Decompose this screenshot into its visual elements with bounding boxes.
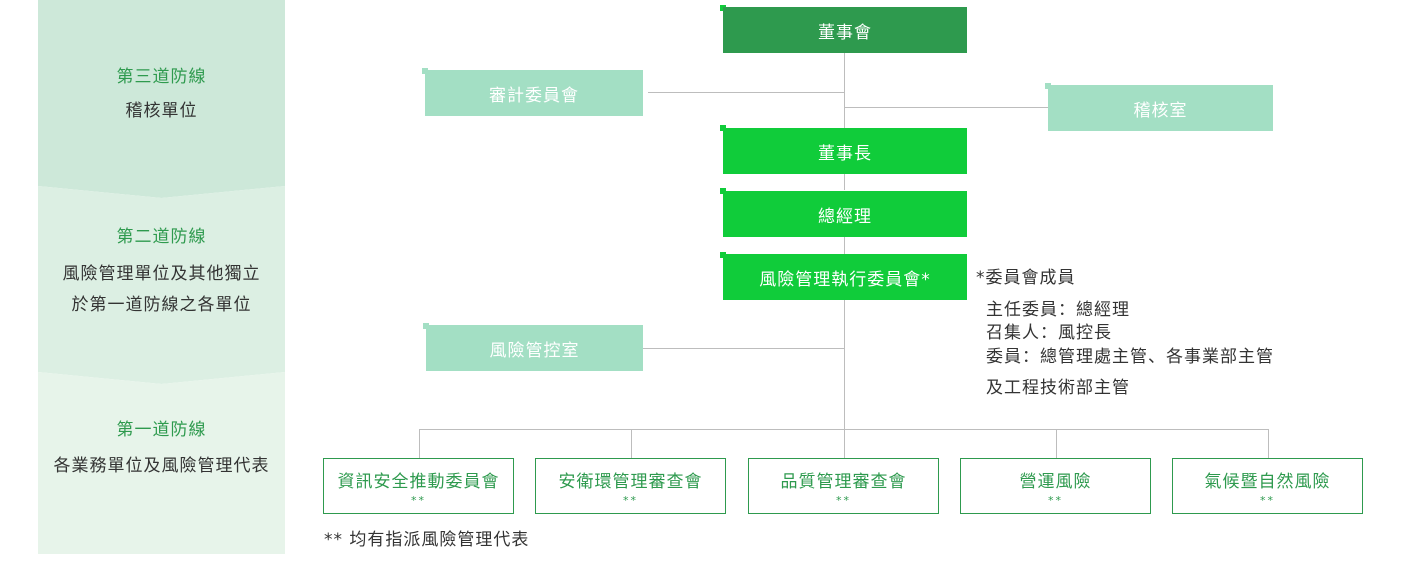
- connector-chairman-gm: [844, 174, 845, 190]
- unit-1-label: 資訊安全推動委員會: [337, 471, 500, 492]
- audit-office-label: 稽核室: [1133, 100, 1188, 121]
- first-line-title: 第一道防線: [116, 420, 207, 440]
- unit-box-2: 安衛環管理審查會 **: [535, 458, 726, 514]
- committee-note-line-4: 及工程技術部主管: [986, 378, 1130, 398]
- connector-audit-office: [844, 107, 1048, 108]
- connector-board-chairman: [844, 53, 845, 128]
- unit-box-5: 氣候暨自然風險 **: [1172, 458, 1363, 514]
- second-line-desc-1: 風險管理單位及其他獨立: [62, 264, 261, 284]
- unit-2-label: 安衛環管理審查會: [558, 471, 703, 492]
- first-line-desc: 各業務單位及風險管理代表: [53, 456, 270, 476]
- risk-committee-box: 風險管理執行委員會*: [723, 254, 967, 300]
- unit-3-label: 品質管理審查會: [780, 471, 907, 492]
- connector-committee-units: [844, 300, 845, 430]
- unit-4-label: 營運風險: [1019, 471, 1092, 492]
- third-line-band: [38, 0, 285, 198]
- unit-box-3: 品質管理審查會 **: [748, 458, 939, 514]
- unit-box-1: 資訊安全推動委員會 **: [323, 458, 514, 514]
- connector-risk-control: [643, 348, 844, 349]
- board-box: 董事會: [723, 7, 967, 53]
- third-line-section: 第三道防線 稽核單位: [38, 0, 285, 186]
- connector-unit-4: [1056, 429, 1057, 458]
- second-line-desc-2: 於第一道防線之各單位: [71, 295, 252, 315]
- unit-2-mark: **: [623, 493, 638, 507]
- connector-unit-2: [631, 429, 632, 458]
- gm-label: 總經理: [818, 206, 872, 227]
- chairman-box: 董事長: [723, 128, 967, 174]
- footnote: ** 均有指派風險管理代表: [324, 530, 530, 550]
- third-line-desc: 稽核單位: [125, 101, 198, 121]
- audit-committee-label: 審計委員會: [489, 85, 579, 106]
- first-line-section: 第一道防線 各業務單位及風險管理代表: [38, 384, 285, 554]
- board-label: 董事會: [818, 22, 872, 43]
- audit-committee-box: 審計委員會: [425, 70, 643, 116]
- connector-unit-5: [1268, 429, 1269, 458]
- committee-note-line-1: 主任委員：總經理: [986, 300, 1130, 320]
- unit-box-4: 營運風險 **: [960, 458, 1151, 514]
- defense-lines-background: [38, 0, 285, 554]
- second-line-band: [38, 186, 285, 384]
- committee-note-line-3: 委員：總管理處主管、各事業部主管: [986, 347, 1274, 367]
- unit-5-mark: **: [1260, 493, 1275, 507]
- connector-unit-1: [419, 429, 420, 458]
- connector-audit-committee: [648, 92, 844, 93]
- second-line-title: 第二道防線: [116, 227, 207, 247]
- risk-control-box: 風險管控室: [426, 325, 643, 371]
- unit-5-label: 氣候暨自然風險: [1204, 471, 1331, 492]
- risk-control-label: 風險管控室: [489, 340, 580, 361]
- third-line-title: 第三道防線: [116, 67, 207, 87]
- unit-1-mark: **: [411, 493, 426, 507]
- connector-gm-committee: [844, 237, 845, 254]
- unit-4-mark: **: [1048, 493, 1063, 507]
- committee-note-line-2: 召集人：風控長: [986, 323, 1112, 343]
- first-line-band: [38, 372, 285, 554]
- risk-committee-label: 風險管理執行委員會*: [759, 269, 931, 290]
- gm-box: 總經理: [723, 191, 967, 237]
- second-line-section: 第二道防線 風險管理單位及其他獨立 於第一道防線之各單位: [38, 198, 285, 384]
- committee-note-heading: *委員會成員: [976, 268, 1076, 288]
- audit-office-box: 稽核室: [1048, 85, 1273, 131]
- unit-3-mark: **: [836, 493, 851, 507]
- connector-unit-3: [844, 429, 845, 458]
- chairman-label: 董事長: [818, 143, 872, 164]
